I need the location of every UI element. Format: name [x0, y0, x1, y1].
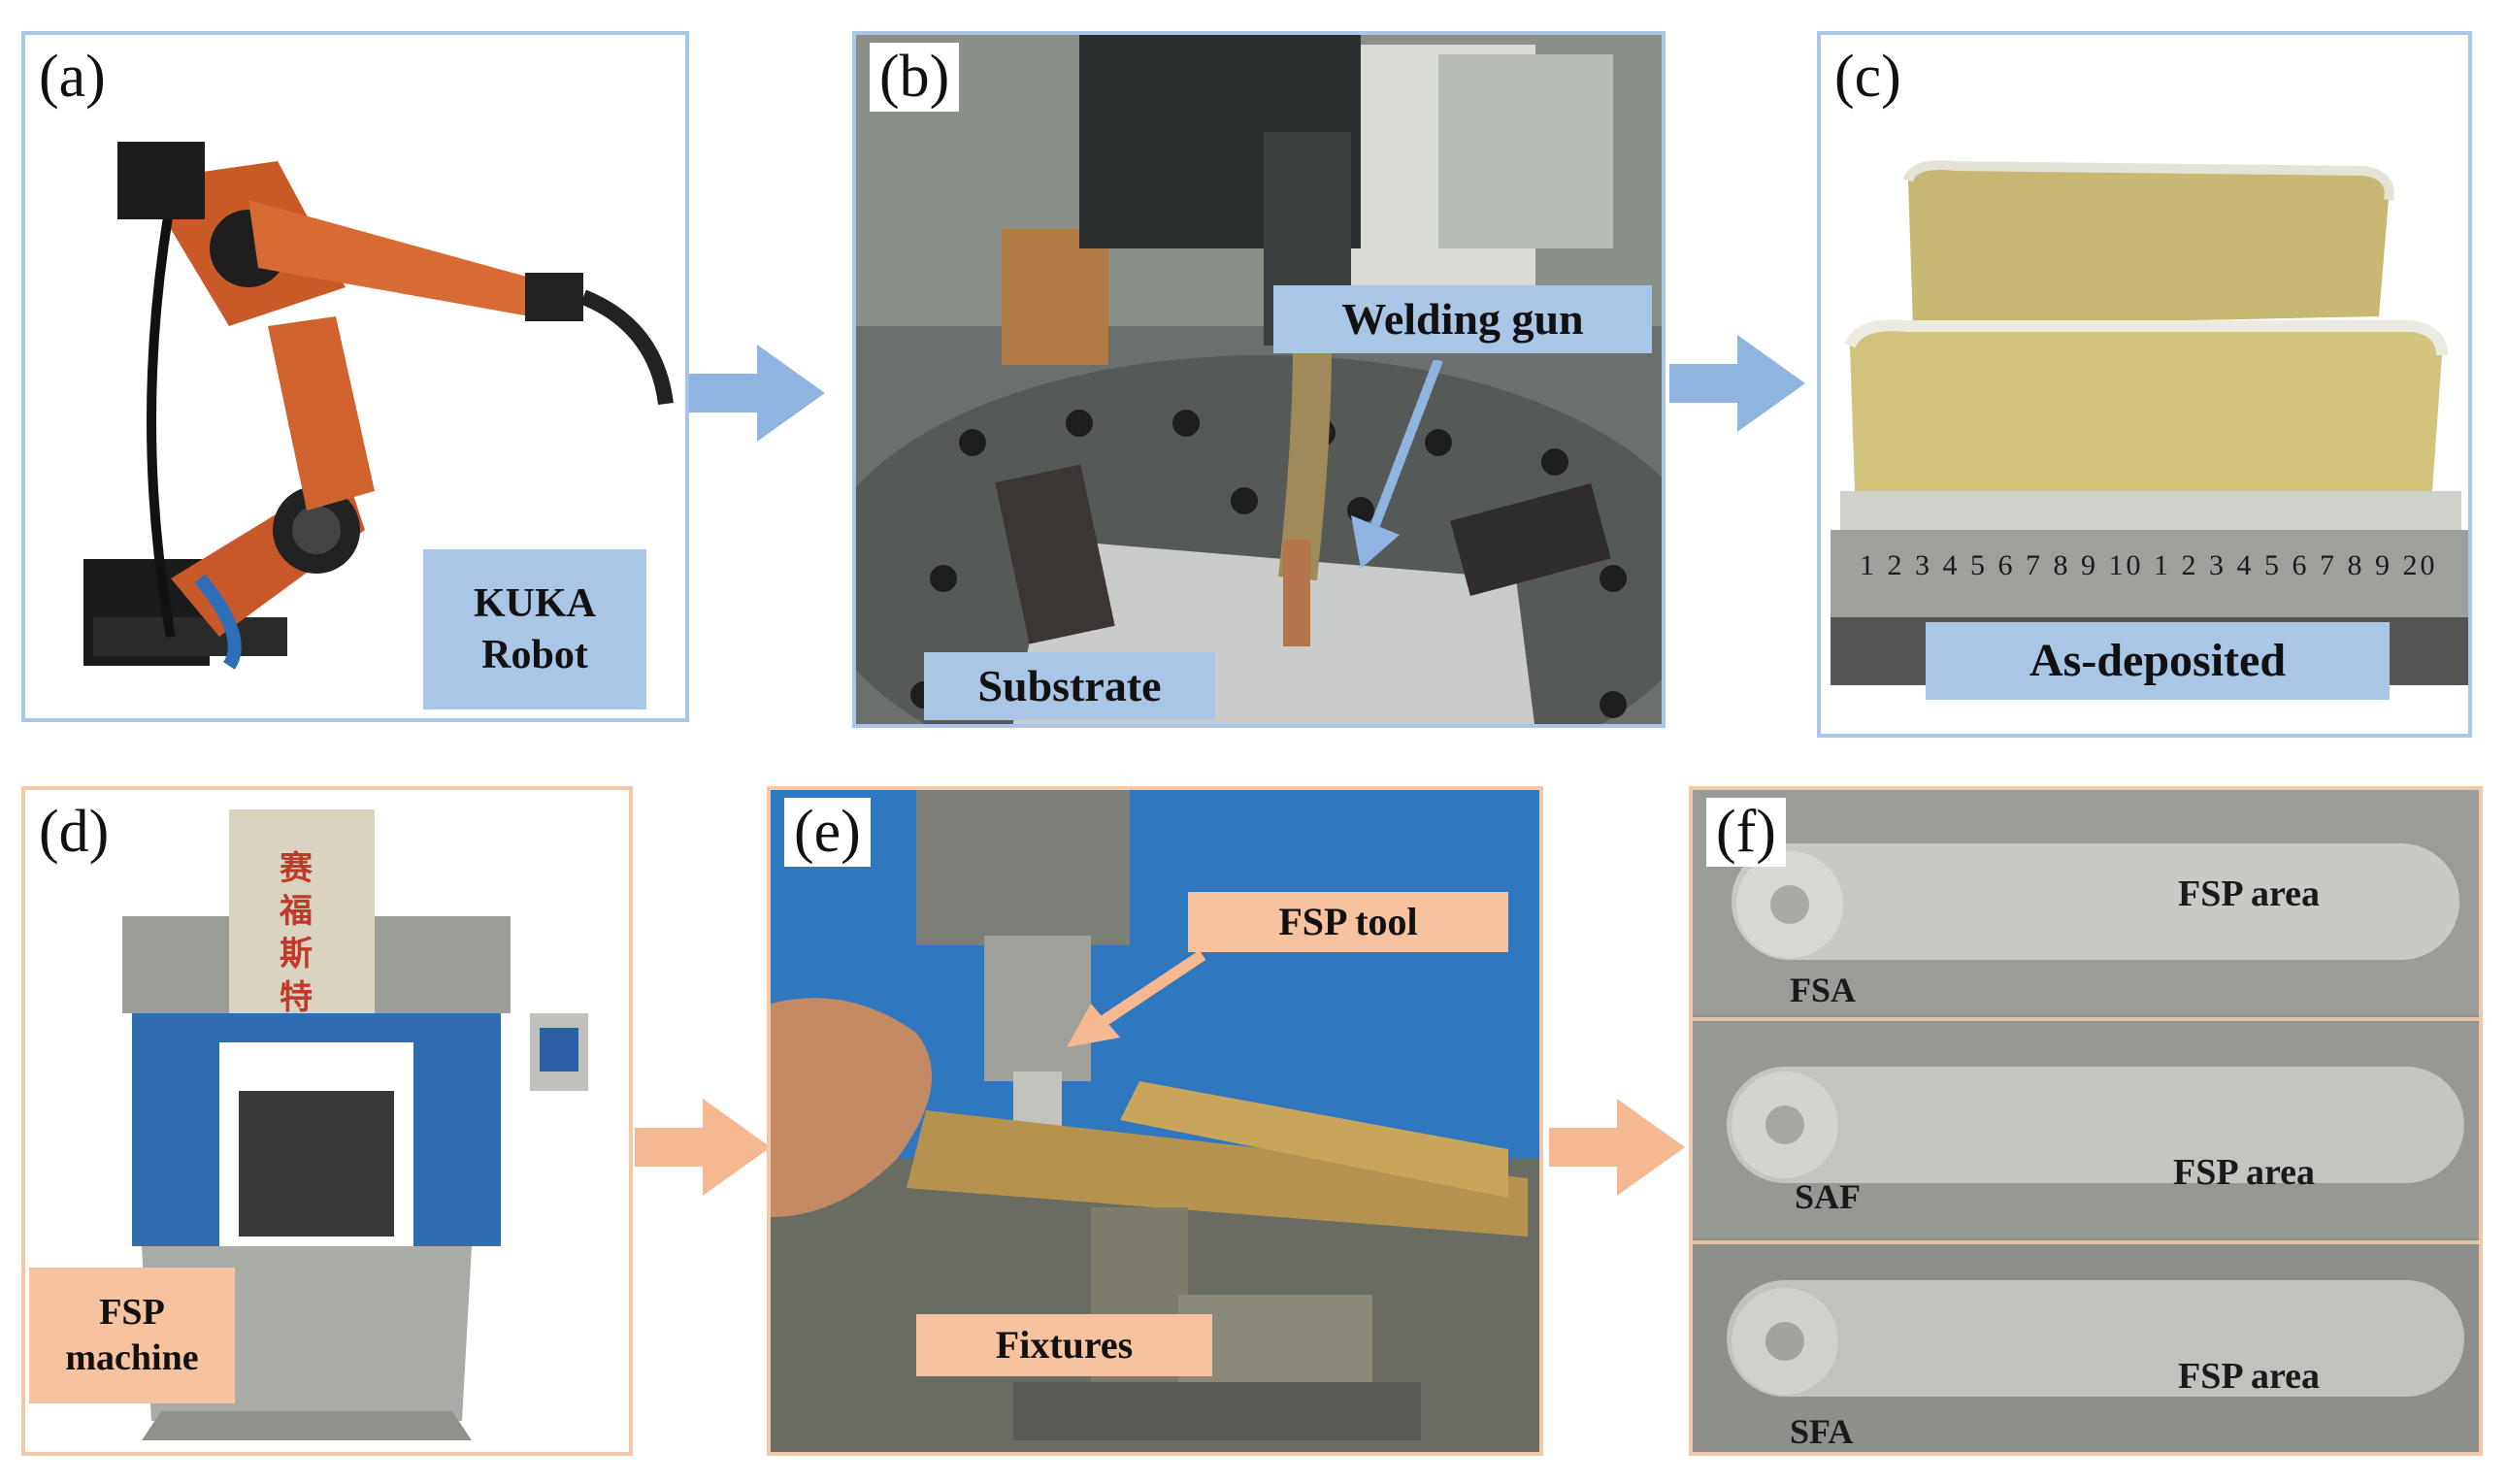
arrow-b-to-c — [1669, 335, 1805, 432]
strip-2-tag: SAF — [1795, 1177, 1862, 1216]
as-deposited-label: As-deposited — [1926, 622, 2390, 700]
panel-b-letter: (b) — [870, 43, 960, 112]
welding-station-photo — [856, 35, 1662, 724]
panel-f: (f) FSP area FSA FSP area SAF FSP area S… — [1689, 786, 2483, 1456]
strip-3-area-label: FSP area — [2178, 1356, 2321, 1397]
kuka-robot-label: KUKA Robot — [423, 549, 646, 709]
panel-d: (d) 赛福斯特 FSP machine — [21, 786, 633, 1456]
arrow-a-to-b — [689, 345, 825, 442]
ruler-numbers: 1 2 3 4 5 6 7 8 9 10 1 2 3 4 5 6 7 8 9 2… — [1860, 549, 2438, 581]
strip-2-area-label: FSP area — [2173, 1152, 2316, 1193]
panel-b: (b) Welding gun Substrate — [852, 31, 1666, 728]
panel-e: (e) FSP tool Fixtures — [767, 786, 1543, 1456]
arrow-d-to-e — [635, 1099, 771, 1196]
fsp-samples-photo — [1693, 790, 2479, 1452]
substrate-label: Substrate — [924, 652, 1215, 720]
welding-gun-pointer — [1351, 360, 1443, 569]
panel-a: (a) KUKA Robot — [21, 31, 689, 722]
strip-3-tag: SFA — [1790, 1412, 1854, 1451]
arrow-e-to-f — [1549, 1099, 1685, 1196]
kuka-robot-illustration — [83, 142, 674, 670]
fsp-machine-label: FSP machine — [29, 1268, 235, 1403]
panel-c: (c) 1 2 3 4 5 6 7 8 9 10 1 2 3 4 5 6 7 8… — [1817, 31, 2472, 738]
fixtures-label: Fixtures — [916, 1314, 1212, 1376]
welding-gun-label: Welding gun — [1273, 285, 1652, 353]
fsp-tool-pointer — [1067, 950, 1206, 1047]
panel-f-letter: (f) — [1706, 798, 1786, 867]
fsp-tool-label: FSP tool — [1188, 892, 1508, 952]
panel-d-letter: (d) — [39, 799, 110, 865]
panel-a-letter: (a) — [39, 44, 106, 110]
panel-c-letter: (c) — [1834, 44, 1901, 110]
machine-logo-text: 赛福斯特 — [280, 851, 313, 1016]
strip-1-area-label: FSP area — [2178, 874, 2321, 914]
as-deposited-walls-photo — [1831, 160, 2468, 685]
strip-1-tag: FSA — [1790, 971, 1857, 1009]
fsp-machine-illustration — [122, 809, 588, 1440]
panel-e-letter: (e) — [784, 798, 871, 867]
